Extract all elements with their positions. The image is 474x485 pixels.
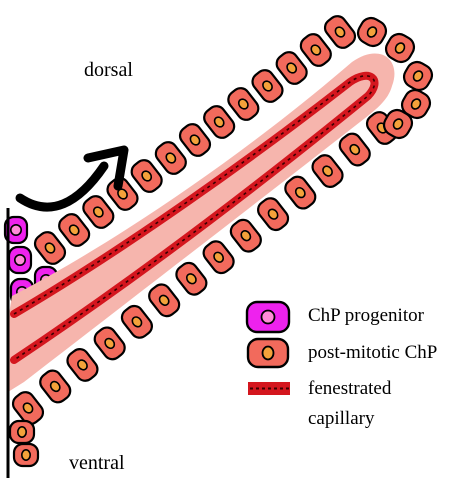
legend-progenitor-label: ChP progenitor (308, 305, 424, 326)
legend-swatches (245, 300, 291, 395)
epithelial-cell-15 (66, 347, 99, 382)
growth-arrow-shaft (15, 161, 109, 212)
epithelial-cell-21 (229, 218, 262, 253)
stromal-core (8, 53, 395, 393)
growth-arrow-head (83, 145, 129, 191)
dorsal-label: dorsal (84, 59, 133, 81)
epithelial-cell-2 (82, 195, 115, 229)
epithelial-cell-5 (154, 141, 187, 175)
epithelial-cell-1 (58, 213, 91, 247)
legend-post-mitotic-swatch (246, 337, 290, 369)
legend-capillary-label-line2: capillary (308, 408, 375, 429)
epithelial-cell-18 (148, 283, 181, 318)
legend-capillary-swatch (248, 382, 290, 395)
epithelial-cell-19 (175, 261, 208, 296)
epithelial-cell-16 (93, 326, 126, 361)
epithelial-cell-9 (251, 69, 284, 103)
legend-capillary-label-line1: fenestrated (308, 378, 392, 399)
epithelial-cell-14 (39, 369, 72, 404)
epithelial-cell-28 (384, 32, 416, 64)
epithelial-cell-23 (284, 175, 317, 210)
epithelial-cell-4 (130, 159, 163, 193)
epithelial-cell-8 (227, 87, 260, 121)
progenitor-cell-34 (3, 215, 29, 245)
legend-post-mitotic-label: post-mitotic ChP (308, 342, 438, 363)
legend-progenitor-swatch (245, 300, 291, 334)
growth-direction-arrow-icon (15, 145, 129, 212)
capillary-fenestrations (13, 75, 376, 361)
epithelial-cell-22 (257, 197, 290, 232)
epithelial-cell-31 (382, 108, 414, 140)
epithelial-cell-30 (400, 88, 432, 120)
epithelial-cell-12 (323, 15, 357, 49)
epithelial-cell-10 (275, 51, 308, 85)
epithelial-cell-17 (120, 304, 153, 339)
epithelial-cell-24 (311, 154, 344, 189)
epithelial-cell-33 (12, 442, 40, 468)
epithelial-cell-7 (203, 105, 236, 139)
epithelial-cell-0 (33, 231, 67, 265)
epithelial-cell-11 (299, 33, 332, 67)
epithelial-cell-13 (11, 391, 45, 425)
epithelial-cell-32 (8, 419, 36, 445)
progenitor-cell-35 (7, 245, 33, 275)
epithelial-cell-20 (202, 240, 235, 275)
epithelial-cell-27 (356, 16, 388, 48)
epithelial-cell-25 (338, 132, 371, 167)
ventral-label: ventral (69, 452, 125, 474)
epithelial-cell-6 (178, 123, 212, 157)
epithelial-cell-layer (3, 15, 434, 468)
epithelial-cell-29 (402, 60, 434, 92)
